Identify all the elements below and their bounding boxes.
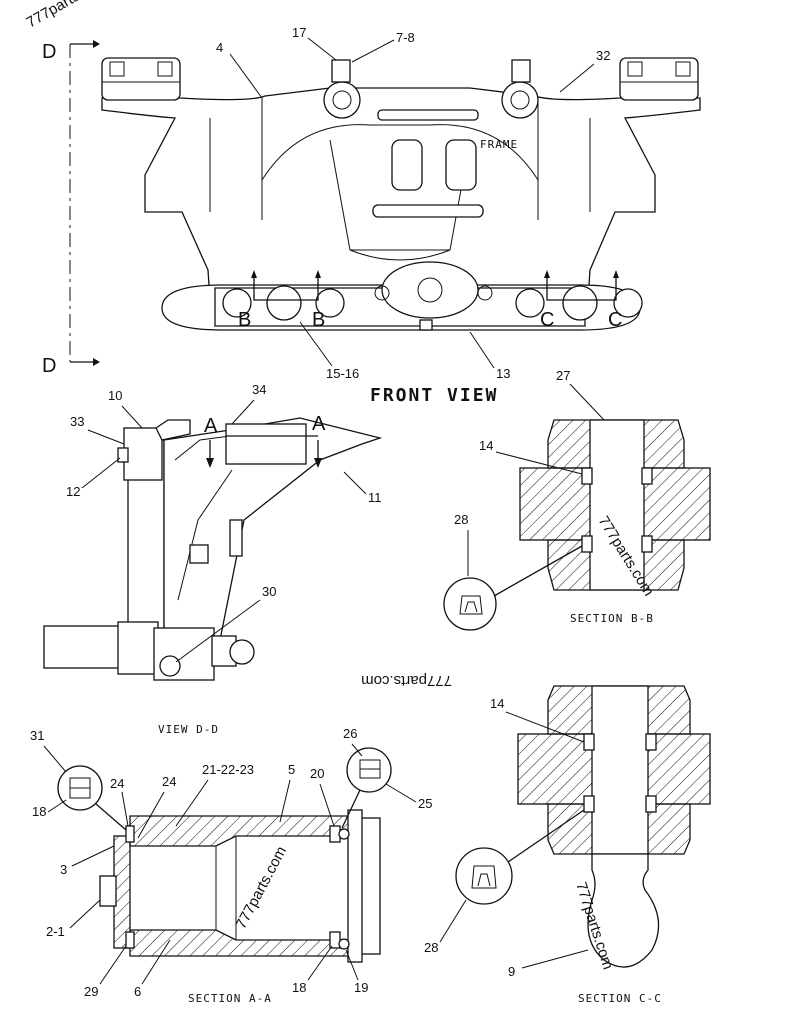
callout-20: 20 <box>310 766 324 781</box>
callout-27: 27 <box>556 368 570 383</box>
callout-30: 30 <box>262 584 276 599</box>
front-view-mount: FRAME B B C <box>101 57 701 331</box>
callout-14: 14 <box>490 696 504 711</box>
watermark: 777parts.com <box>24 0 111 31</box>
callout-14: 14 <box>479 438 493 453</box>
callout-33: 33 <box>70 414 84 429</box>
callout-31: 31 <box>30 728 44 743</box>
callout-7-8: 7-8 <box>396 30 415 45</box>
section-a-a: 777parts.com 31 24 24 21-22-23 5 20 26 2… <box>30 726 432 1005</box>
callout-15-16: 15-16 <box>326 366 359 381</box>
marker-d-bottom: D <box>42 355 56 377</box>
callout-28: 28 <box>424 940 438 955</box>
watermark: 777parts.com <box>361 672 452 689</box>
callout-4: 4 <box>216 40 223 55</box>
frame-label: FRAME <box>480 138 518 151</box>
callout-24a: 24 <box>110 776 124 791</box>
callout-17: 17 <box>292 25 306 40</box>
callout-3: 3 <box>60 862 67 877</box>
callout-6: 6 <box>134 984 141 999</box>
marker-d-top: D <box>42 41 56 63</box>
callout-25: 25 <box>418 796 432 811</box>
view-line-d-d: D D <box>42 40 100 377</box>
callout-5: 5 <box>288 762 295 777</box>
callout-2-1: 2-1 <box>46 924 65 939</box>
view-d-d: A A 10 33 12 34 11 30 VIEW D-D <box>43 382 383 736</box>
callout-10: 10 <box>108 388 122 403</box>
section-c-c-title: SECTION C-C <box>578 992 662 1005</box>
callout-29: 29 <box>84 984 98 999</box>
marker-b-left: B <box>238 309 251 331</box>
section-b-b: 27 14 28 777parts.com SECTION B-B <box>443 368 711 631</box>
callout-34: 34 <box>252 382 266 397</box>
marker-c-left: C <box>540 309 554 331</box>
callout-11: 11 <box>368 490 382 505</box>
marker-a-right: A <box>312 413 326 435</box>
callout-24b: 24 <box>162 774 176 789</box>
callout-18b: 18 <box>292 980 306 995</box>
callout-9: 9 <box>508 964 515 979</box>
callout-13: 13 <box>496 366 510 381</box>
front-view-title: FRONT VIEW <box>370 385 498 406</box>
marker-c-right: C <box>608 309 622 331</box>
section-a-a-title: SECTION A-A <box>188 992 272 1005</box>
callout-21-22-23: 21-22-23 <box>202 762 254 777</box>
callout-28: 28 <box>454 512 468 527</box>
section-b-b-title: SECTION B-B <box>570 612 654 625</box>
callout-19: 19 <box>354 980 368 995</box>
marker-a-left: A <box>204 415 218 437</box>
callout-32: 32 <box>596 48 610 63</box>
callout-12: 12 <box>66 484 80 499</box>
callout-26: 26 <box>343 726 357 741</box>
callout-18a: 18 <box>32 804 46 819</box>
marker-b-right: B <box>312 309 325 331</box>
section-c-c: 777parts.com 14 28 9 SECTION C-C <box>424 685 711 1005</box>
front-view: D D <box>42 25 701 406</box>
view-d-d-title: VIEW D-D <box>158 723 219 736</box>
watermark: 777parts.com <box>233 844 291 932</box>
